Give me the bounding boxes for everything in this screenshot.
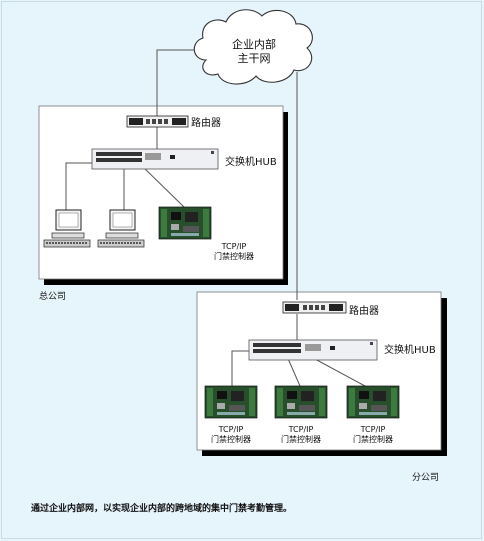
backbone-label-line2: 主干网 [237,52,271,65]
branch-controller-3-line2: 门禁控制器 [353,435,393,444]
head-controller-board [158,206,212,240]
head-controller-label: TCP/IP 门禁控制器 [206,242,262,262]
branch-controller-board-2 [274,385,328,419]
branch-controller-board-3 [346,385,400,419]
branch-router-label: 路由器 [349,306,379,317]
head-controller-label-line1: TCP/IP [221,242,247,251]
branch-office-panel [196,291,442,451]
link-head-switch-controller [139,163,186,209]
head-router-label: 路由器 [191,118,221,129]
branch-switch-label: 交换机HUB [384,345,436,356]
branch-controller-label-1: TCP/IP 门禁控制器 [203,425,259,445]
head-controller-label-line2: 门禁控制器 [214,252,254,261]
branch-controller-label-2: TCP/IP 门禁控制器 [273,425,329,445]
branch-controller-2-line1: TCP/IP [288,425,314,434]
head-switch [91,148,219,170]
diagram-caption: 通过企业内部网，以实现企业内部的跨地域的集中门禁考勤管理。 [31,504,293,514]
branch-controller-2-line2: 门禁控制器 [281,435,321,444]
branch-controller-label-3: TCP/IP 门禁控制器 [345,425,401,445]
computer-1 [43,209,91,248]
branch-switch [248,339,378,361]
branch-controller-board-1 [204,385,258,419]
branch-controller-3-line1: TCP/IP [360,425,386,434]
backbone-label-line1: 企业内部 [232,38,276,51]
head-switch-label: 交换机HUB [225,157,277,168]
head-office-label: 总公司 [39,292,67,302]
backbone-cloud [193,9,313,85]
head-router [126,115,189,128]
backbone-label: 企业内部 主干网 [222,38,286,66]
computer-2 [97,209,145,248]
branch-router [282,301,347,314]
branch-office-label: 分公司 [412,473,440,483]
branch-controller-1-line2: 门禁控制器 [211,435,251,444]
branch-controller-1-line1: TCP/IP [218,425,244,434]
head-office-panel [38,105,284,280]
link-cloud-head-router [156,49,202,117]
